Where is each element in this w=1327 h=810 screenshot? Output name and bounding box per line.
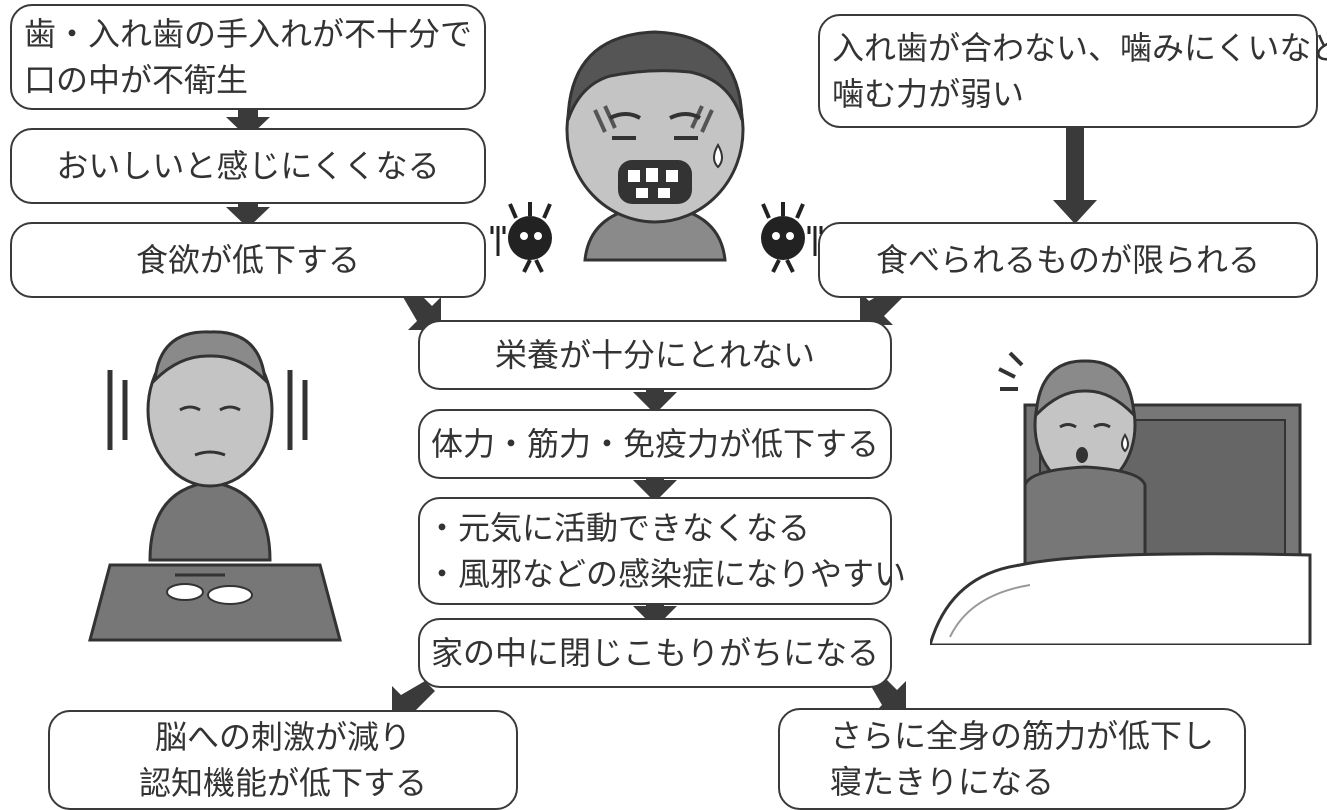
box-effects-line-2: ・風邪などの感染症になりやすい bbox=[426, 555, 907, 593]
box-poor-hygiene-line-1: 歯・入れ歯の手入れが不十分で bbox=[24, 15, 473, 53]
arrow-hygiene-to-taste bbox=[226, 105, 270, 138]
box-cognitive: 脳への刺激が減り 認知機能が低下する bbox=[48, 710, 518, 810]
elderly-man-eating-illustration bbox=[88, 330, 342, 642]
arrow-chewing-to-limited bbox=[1053, 120, 1097, 224]
arrow-taste-to-appetite bbox=[226, 197, 270, 228]
box-taste: おいしいと感じにくくなる bbox=[10, 128, 486, 204]
box-bedridden-line-1: さらに全身の筋力が低下し bbox=[830, 717, 1215, 755]
box-cognitive-line-2: 認知機能が低下する bbox=[138, 764, 427, 802]
germ-devil-right-icon bbox=[761, 202, 823, 273]
box-appetite: 食欲が低下する bbox=[10, 222, 486, 298]
box-limited-food-line-1: 食べられるものが限られる bbox=[875, 241, 1260, 279]
box-weak-chewing-line-1: 入れ歯が合わない、噛みにくいなど bbox=[832, 29, 1327, 67]
arrow-effects-to-homebound bbox=[633, 594, 677, 628]
arrow-nutrition-to-strength bbox=[633, 380, 677, 414]
box-appetite-line-1: 食欲が低下する bbox=[135, 241, 360, 279]
box-nutrition-line-1: 栄養が十分にとれない bbox=[494, 336, 815, 374]
box-taste-line-1: おいしいと感じにくくなる bbox=[56, 147, 440, 185]
arrow-strength-to-effects bbox=[633, 470, 677, 502]
box-homebound: 家の中に閉じこもりがちになる bbox=[418, 618, 892, 688]
box-homebound-line-1: 家の中に閉じこもりがちになる bbox=[430, 634, 879, 672]
box-effects: ・元気に活動できなくなる ・風邪などの感染症になりやすい bbox=[418, 497, 906, 605]
arrow-homebound-to-cognitive bbox=[392, 681, 435, 719]
sick-elderly-in-bed-illustration bbox=[930, 351, 1312, 645]
worried-man-illustration bbox=[565, 30, 745, 262]
box-strength: 体力・筋力・免疫力が低下する bbox=[418, 409, 892, 479]
box-bedridden-line-2: 寝たきりになる bbox=[830, 763, 1055, 801]
box-strength-line-1: 体力・筋力・免疫力が低下する bbox=[430, 425, 879, 463]
box-weak-chewing-line-2: 噛む力が弱い bbox=[832, 75, 1025, 113]
box-nutrition: 栄養が十分にとれない bbox=[418, 320, 892, 390]
box-weak-chewing: 入れ歯が合わない、噛みにくいなど 噛む力が弱い bbox=[818, 14, 1327, 128]
germ-devil-left-icon bbox=[490, 202, 552, 273]
box-effects-line-1: ・元気に活動できなくなる bbox=[426, 509, 811, 547]
box-poor-hygiene-line-2: 口の中が不衛生 bbox=[24, 61, 249, 99]
box-bedridden: さらに全身の筋力が低下し 寝たきりになる bbox=[778, 708, 1246, 810]
box-poor-hygiene: 歯・入れ歯の手入れが不十分で 口の中が不衛生 bbox=[10, 4, 486, 110]
box-limited-food: 食べられるものが限られる bbox=[818, 222, 1318, 298]
box-cognitive-line-1: 脳への刺激が減り bbox=[154, 718, 411, 756]
